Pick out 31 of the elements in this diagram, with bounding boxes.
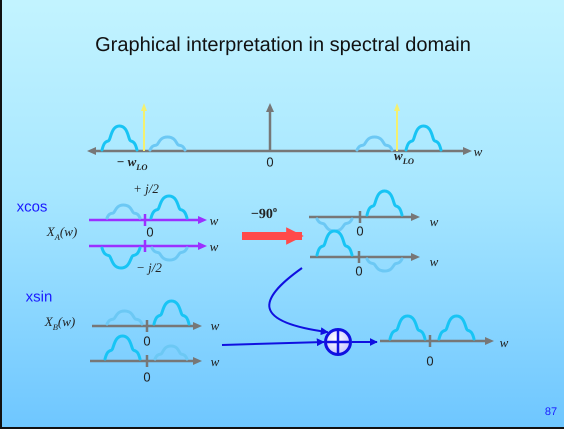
- axis-label: w: [210, 239, 218, 255]
- axis-label: X$_{A}$(w): [46, 224, 78, 242]
- axis-label: 0: [146, 224, 154, 240]
- axis-label: + j/2: [133, 181, 159, 197]
- arrow: [222, 338, 325, 346]
- axis-label: 0: [143, 370, 151, 384]
- axis-label: 0: [356, 224, 364, 238]
- signal-label: xcos: [16, 198, 48, 216]
- axis-label: w: [500, 335, 508, 351]
- axis-label: w: [430, 254, 438, 270]
- page-number: 87: [544, 406, 558, 418]
- axis-label: 0: [426, 354, 434, 368]
- axis-label: − j/2: [136, 260, 162, 276]
- block-arrow: [242, 227, 304, 245]
- arrow: [268, 267, 329, 335]
- axis-label: 0: [355, 264, 363, 278]
- axis-label: − w$_{LO}$: [116, 154, 148, 172]
- axis-label: X$_{B}$(w): [44, 314, 76, 332]
- axis-label: w$_{LO}$: [394, 148, 414, 166]
- axis-label: w: [474, 144, 482, 160]
- axis-label: w: [210, 213, 218, 229]
- axis-label: w: [430, 214, 438, 230]
- axis-label: 0: [143, 334, 151, 348]
- arrow: [352, 338, 378, 346]
- signal-label: xsin: [26, 288, 52, 306]
- summing-junction: [324, 328, 352, 356]
- axis-label: 0: [266, 154, 274, 170]
- axis-label: w: [210, 354, 220, 370]
- slide-title: Graphical interpretation in spectral domain: [94, 34, 472, 57]
- axis-label: w: [210, 318, 220, 334]
- edge-label: −90$^{o}$: [250, 205, 278, 223]
